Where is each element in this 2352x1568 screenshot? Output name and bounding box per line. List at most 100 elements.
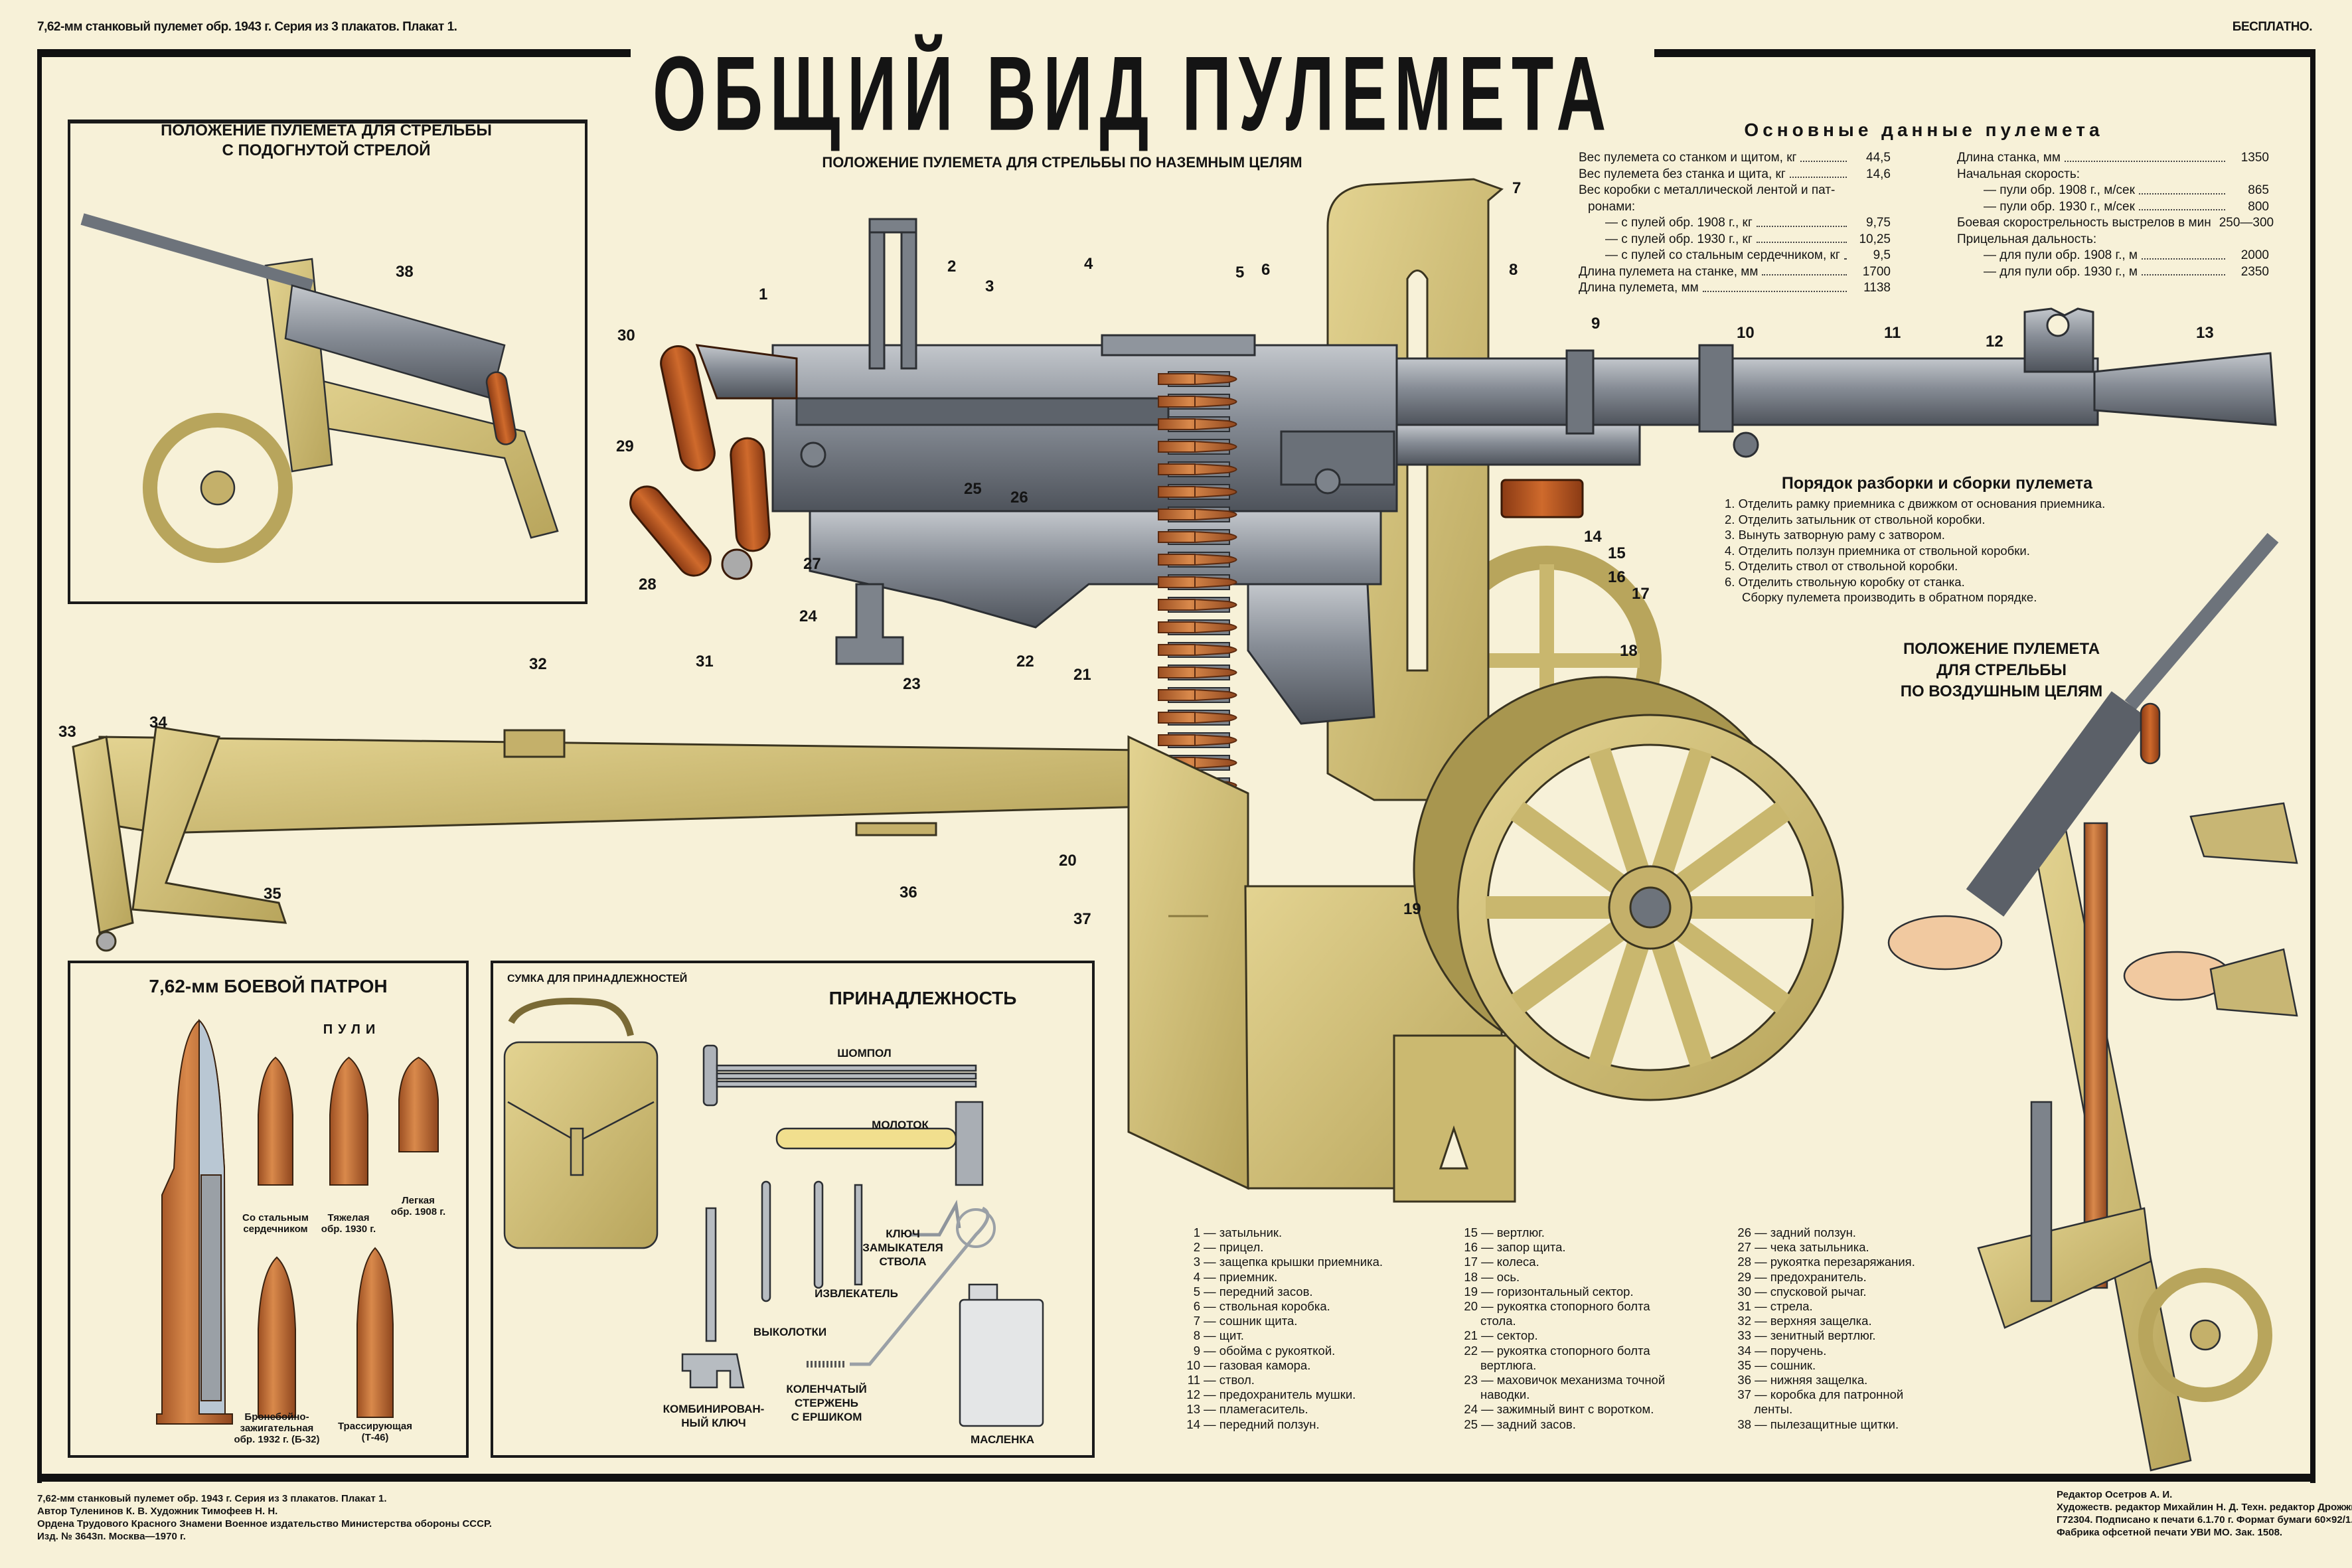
legend-number: 35 (1737, 1358, 1751, 1372)
spec-label: — с пулей обр. 1908 г., кг (1605, 216, 1753, 230)
callout-4: 4 (1084, 255, 1093, 273)
legend-text: рукоятка стопорного болта (1496, 1299, 1650, 1314)
spec-value: 2000 (2240, 248, 2269, 262)
legend-text: поручень. (1770, 1343, 1827, 1358)
legend-text: колеса. (1496, 1255, 1539, 1269)
brush-rod-line1: КОЛЕНЧАТЫЙ (786, 1383, 867, 1395)
cartridge-title: 7,62-мм БОЕВОЙ ПАТРОН (149, 976, 388, 996)
legend-number: 1 (1193, 1225, 1200, 1239)
dot-leader (1762, 264, 1847, 275)
spec-row: Начальная скорость: (1957, 167, 2269, 183)
callout-33: 33 (58, 723, 76, 741)
legend-column-2: 15 — вертлюг.16 — запор щита.17 — колеса… (1455, 1225, 1665, 1432)
callout-24: 24 (799, 607, 817, 625)
legend-item: 33 — зенитный вертлюг. (1729, 1328, 1915, 1343)
spec-label: — для пули обр. 1908 г., м (1984, 248, 2138, 262)
dot-leader (2142, 264, 2225, 275)
legend-text: затыльник. (1219, 1225, 1283, 1239)
footer-left-line: Ордена Трудового Красного Знамени Военно… (37, 1518, 492, 1529)
legend-text: задний ползун. (1770, 1225, 1856, 1239)
callout-8: 8 (1509, 261, 1518, 279)
callout-5: 5 (1235, 264, 1245, 281)
legend-continuation: стола. (1480, 1314, 1516, 1328)
legend-item: 24 — зажимный винт с воротком. (1455, 1402, 1665, 1417)
bullet-drawing (329, 1056, 368, 1186)
spec-value: 1350 (2240, 151, 2269, 165)
belt-cartridge (1158, 461, 1237, 477)
legend-item: 29 — предохранитель. (1729, 1270, 1915, 1285)
legend-number: 12 (1186, 1387, 1200, 1402)
legend-text: сошник. (1770, 1358, 1816, 1372)
callout-37: 37 (1073, 910, 1091, 928)
legend-item: 19 — горизонтальный сектор. (1455, 1285, 1665, 1299)
legend-text: сектор. (1496, 1328, 1538, 1343)
legend-number: 10 (1186, 1358, 1200, 1372)
callout-30: 30 (617, 327, 635, 345)
legend-text: горизонтальный сектор. (1496, 1284, 1634, 1298)
legend-item: 20 — рукоятка стопорного болта (1455, 1299, 1665, 1314)
legend-item: 32 — верхняя защелка. (1729, 1314, 1915, 1328)
legend-item: 21 — сектор. (1455, 1328, 1665, 1343)
legend-continuation: ленты. (1754, 1402, 1793, 1417)
legend-text: рукоятка перезаряжания. (1770, 1255, 1915, 1269)
legend-number: 13 (1186, 1402, 1200, 1417)
legend-item: 11 — ствол. (1178, 1373, 1383, 1387)
dot-leader (1789, 167, 1847, 178)
drifts-label: ВЫКОЛОТКИ (753, 1326, 827, 1338)
legend-number: 7 (1193, 1314, 1200, 1328)
belt-cartridge (1158, 507, 1237, 522)
trail (72, 726, 1150, 952)
bullet-label-line: Тяжелая (327, 1212, 370, 1223)
accessories-title: ПРИНАДЛЕЖНОСТЬ (828, 988, 1017, 1008)
legend-text: предохранитель. (1770, 1269, 1867, 1284)
procedure-step: 5. Отделить ствол от ствольной коробки. (1725, 559, 1958, 573)
callout-32: 32 (529, 655, 547, 673)
callout-22: 22 (1016, 653, 1034, 670)
bullet-label-line: Трассирующая (337, 1421, 413, 1432)
legend-item: 12 — предохранитель мушки. (1178, 1387, 1383, 1402)
belt-cartridge (1158, 710, 1237, 726)
callout-25: 25 (964, 480, 982, 498)
legend-item: 36 — нижняя защелка. (1729, 1373, 1915, 1387)
frame-right (2310, 49, 2315, 1483)
ramrod-label: ШОМПОЛ (837, 1047, 892, 1059)
legend-number: 28 (1737, 1255, 1751, 1269)
legend-number: 36 (1737, 1373, 1751, 1387)
bullet-drawing (356, 1247, 394, 1418)
spec-value: 865 (2248, 183, 2269, 197)
legend-number: 8 (1193, 1328, 1200, 1343)
legend-item: 7 — сошник щита. (1178, 1314, 1383, 1328)
bullets-heading: ПУЛИ (323, 1022, 381, 1037)
callout-36: 36 (900, 884, 917, 902)
legend-text: приемник. (1219, 1269, 1278, 1284)
combo-key-label: КОМБИНИРОВАН- НЫЙ КЛЮЧ (657, 1402, 770, 1430)
legend-number: 27 (1737, 1240, 1751, 1255)
lock-key-label: КЛЮЧ ЗАМЫКАТЕЛЯ СТВОЛА (850, 1227, 956, 1269)
callout-20: 20 (1059, 852, 1077, 870)
legend-item: 35 — сошник. (1729, 1358, 1915, 1373)
spec-label: Длина станка, мм (1957, 151, 2061, 165)
spec-label: — пули обр. 1930 г., м/сек (1984, 199, 2135, 214)
combo-key-line2: НЫЙ КЛЮЧ (681, 1417, 746, 1429)
legend-number: 14 (1186, 1417, 1200, 1431)
legend-number: 3 (1193, 1255, 1200, 1269)
legend-text: коробка для патронной (1770, 1387, 1904, 1402)
legend-column-3: 26 — задний ползун.27 — чека затыльника.… (1729, 1225, 1915, 1432)
legend-text: верхняя защелка. (1770, 1314, 1872, 1328)
legend-item: 5 — передний засов. (1178, 1285, 1383, 1299)
brush-rod-line2: СТЕРЖЕНЬ (795, 1397, 858, 1409)
accessory-drawings (503, 998, 1044, 1427)
callout-19: 19 (1403, 900, 1421, 918)
callout-10: 10 (1737, 324, 1755, 342)
legend-text: стрела. (1770, 1299, 1813, 1314)
spec-value: 44,5 (1866, 151, 1891, 165)
wheel-spoke (1510, 801, 1625, 894)
callout-26: 26 (1010, 489, 1028, 507)
spec-value: 14,6 (1866, 167, 1891, 181)
legend-number: 26 (1737, 1225, 1751, 1239)
lock-key-line2: ЗАМЫКАТЕЛЯ (862, 1241, 943, 1254)
